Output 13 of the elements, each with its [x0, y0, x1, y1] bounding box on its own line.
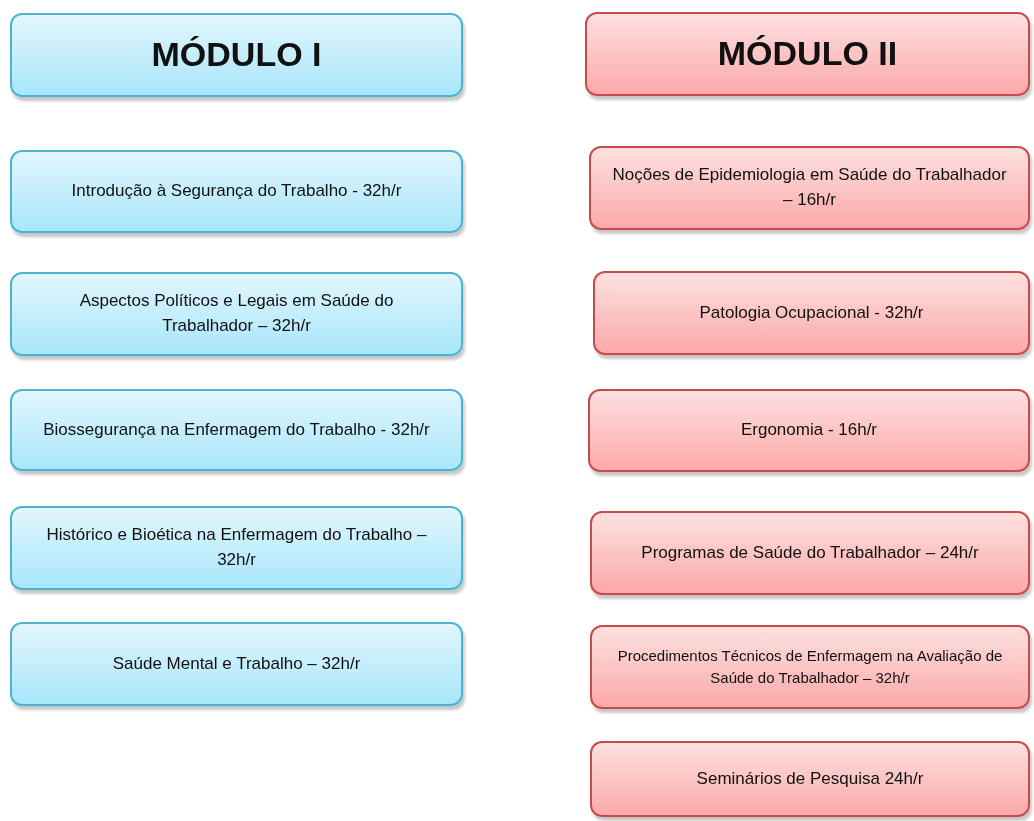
- course-box: Programas de Saúde do Trabalhador – 24h/r: [590, 511, 1030, 595]
- module-header-box: MÓDULO I: [10, 13, 463, 97]
- course-box: Seminários de Pesquisa 24h/r: [590, 741, 1030, 817]
- course-box: Histórico e Bioética na Enfermagem do Trabalho – 32h/r: [10, 506, 463, 590]
- course-box: Noções de Epidemiologia em Saúde do Trabalhador – 16h/r: [589, 146, 1030, 230]
- course-box: Introdução à Segurança do Trabalho - 32h/r: [10, 150, 463, 233]
- course-box: Procedimentos Técnicos de Enfermagem na Avaliação de Saúde do Trabalhador – 32h/r: [590, 625, 1030, 709]
- course-box: Biossegurança na Enfermagem do Trabalho - 32h/r: [10, 389, 463, 471]
- course-box: Patologia Ocupacional - 32h/r: [593, 271, 1030, 355]
- course-box: Aspectos Políticos e Legais em Saúde do Trabalhador – 32h/r: [10, 272, 463, 356]
- course-box: Saúde Mental e Trabalho – 32h/r: [10, 622, 463, 706]
- course-box: Ergonomia - 16h/r: [588, 389, 1030, 472]
- module-header-box: MÓDULO II: [585, 12, 1030, 96]
